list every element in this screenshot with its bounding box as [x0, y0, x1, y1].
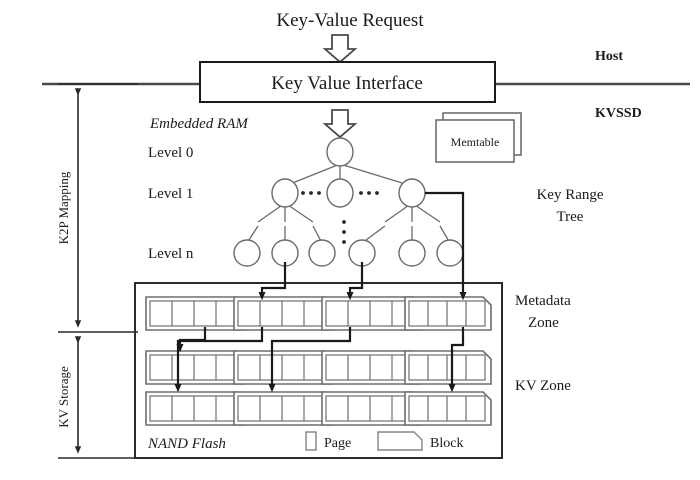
legend-block: Block	[377, 431, 463, 451]
tree-ellipsis-vertical	[342, 220, 346, 244]
kv-zone-row-1	[145, 350, 492, 385]
mapping-arrows	[258, 191, 467, 301]
page-swatch-icon	[305, 431, 317, 451]
block-swatch-icon	[377, 431, 423, 451]
flash-block	[233, 350, 334, 385]
nand-flash-label: NAND Flash	[147, 436, 226, 452]
embedded-ram-label: Embedded RAM	[149, 116, 249, 132]
flash-block	[404, 350, 492, 385]
flash-block	[233, 391, 334, 426]
request-title: Key-Value Request	[276, 10, 424, 31]
memtable-stack: Memtable	[435, 112, 522, 163]
request-flow-arrow-icon	[322, 34, 358, 64]
tree-ellipsis-right	[359, 191, 379, 195]
flash-block	[321, 350, 422, 385]
kv-zone-row-2	[145, 391, 492, 426]
flash-block	[321, 296, 422, 331]
interface-to-tree-arrow-icon	[322, 109, 358, 139]
kv-zone-label: KV Zone	[515, 378, 571, 394]
level-1-label: Level 1	[148, 186, 193, 202]
flash-block	[321, 391, 422, 426]
tree-node-leveln-6	[436, 239, 464, 267]
tree-node-level1-1	[271, 178, 299, 208]
flash-block	[233, 296, 334, 331]
tree-node-level0-root	[326, 137, 354, 167]
flash-write-arrows	[174, 327, 465, 393]
metadata-zone-label-line2: Zone	[528, 315, 559, 331]
flash-block	[404, 391, 492, 426]
tree-ellipsis-left	[301, 191, 321, 195]
memtable-label: Memtable	[451, 135, 500, 149]
key-range-tree-label-line2: Tree	[557, 209, 584, 225]
flash-block	[145, 391, 246, 426]
metadata-zone-label-line1: Metadata	[515, 293, 571, 309]
tree-node-level1-2	[326, 178, 354, 208]
key-value-interface-label: Key Value Interface	[271, 73, 423, 94]
kvssd-label: KVSSD	[595, 106, 642, 121]
level-n-label: Level n	[148, 246, 194, 262]
flash-block	[145, 296, 246, 331]
tree-node-level1-3	[398, 178, 426, 208]
tree-node-leveln-3	[308, 239, 336, 267]
flash-block	[145, 350, 246, 385]
legend-block-label: Block	[430, 436, 463, 451]
level-0-label: Level 0	[148, 145, 193, 161]
legend-page: Page	[305, 431, 351, 451]
key-range-tree	[233, 137, 464, 267]
key-value-interface-box: Key Value Interface	[199, 61, 496, 103]
kv-storage-label: KV Storage	[56, 366, 71, 428]
key-range-tree-label-line1: Key Range	[536, 187, 603, 203]
dimension-k2p-mapping: K2P Mapping	[56, 83, 138, 333]
metadata-zone-row	[145, 296, 492, 331]
dimension-kv-storage: KV Storage	[56, 336, 138, 459]
tree-node-leveln-5	[398, 239, 426, 267]
legend-page-label: Page	[324, 436, 351, 451]
host-label: Host	[595, 49, 623, 64]
tree-node-leveln-1	[233, 239, 261, 267]
k2p-mapping-label: K2P Mapping	[56, 171, 71, 244]
flash-block	[404, 296, 492, 331]
